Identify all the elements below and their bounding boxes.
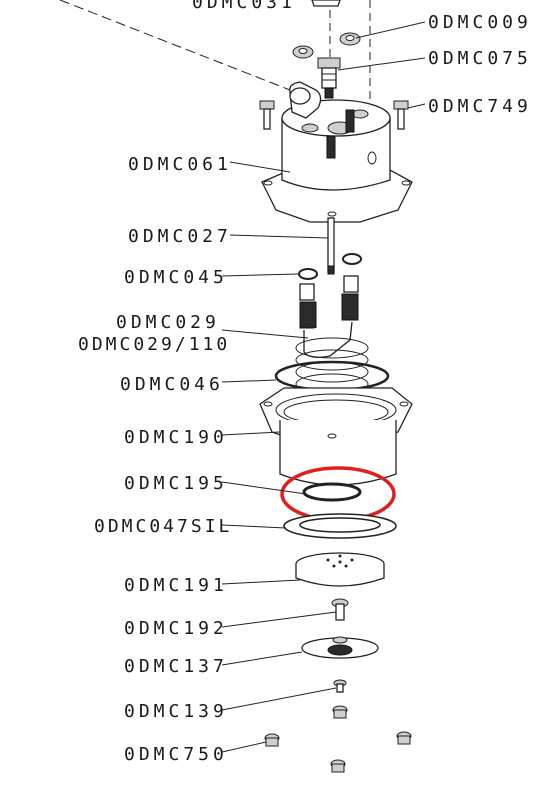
diffuser-137 [301,636,379,659]
shower-plate-191 [295,552,385,587]
label-0dmc075: 0DMC075 [428,48,532,69]
center-lines [59,0,371,240]
part-labels: 0DMC031 0DMC009 0DMC075 0DMC749 0DMC061 … [78,0,532,765]
screw-139 [333,679,347,693]
bolt-left [259,100,275,130]
nut-009 [339,32,361,46]
screw-192 [331,598,349,621]
gasket-046 [274,360,390,392]
label-0dmc192: 0DMC192 [124,618,228,639]
label-0dmc029: 0DMC029 [116,312,220,333]
o-ring-195 [302,482,362,502]
nuts-750 [264,705,412,773]
cylinder-head-061 [261,81,413,223]
label-0dmc750: 0DMC750 [124,744,228,765]
heating-element-029 [295,275,369,395]
label-0dmc029-110: 0DMC029/110 [78,334,230,355]
label-0dmc190: 0DMC190 [124,427,228,448]
label-0dmc045: 0DMC045 [124,267,228,288]
boiler-190 [259,387,413,486]
label-0dmc027: 0DMC027 [128,226,232,247]
label-0dmc191: 0DMC191 [124,575,228,596]
leader-lines [221,21,426,753]
pin-027 [327,217,335,275]
top-nut-031 [311,0,341,7]
silicone-gasket-047sil [283,513,397,539]
label-0dmc137: 0DMC137 [124,656,228,677]
bolt-749 [393,100,409,130]
label-0dmc139: 0DMC139 [124,701,228,722]
connector-075 [317,57,341,99]
label-0dmc047sil: 0DMC047SIL [94,516,232,537]
label-0dmc031: 0DMC031 [192,0,296,13]
nut-left-top [292,45,314,59]
o-rings-045 [298,253,362,280]
label-0dmc061: 0DMC061 [128,154,232,175]
label-0dmc195: 0DMC195 [124,473,228,494]
label-0dmc749: 0DMC749 [428,96,532,117]
label-0dmc046: 0DMC046 [120,374,224,395]
label-0dmc009: 0DMC009 [428,12,532,33]
